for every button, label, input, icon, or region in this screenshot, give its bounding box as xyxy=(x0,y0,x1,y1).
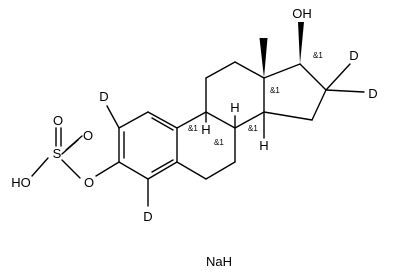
label-d-c4: D xyxy=(143,209,152,224)
bond xyxy=(118,161,149,180)
bond-double-inner xyxy=(151,159,174,173)
stereo-c8: &1 xyxy=(214,138,224,147)
bond-s-oh xyxy=(31,157,49,177)
label-s: S xyxy=(53,146,62,161)
bond xyxy=(263,63,301,79)
bond xyxy=(176,111,207,129)
bond-c16-d-upper xyxy=(325,63,351,91)
label-d-c16-right: D xyxy=(368,86,377,101)
label-ho: HO xyxy=(11,175,31,190)
ring-a-bonds xyxy=(118,111,178,180)
ring-b-bonds xyxy=(176,111,236,180)
ring-d-bonds xyxy=(263,63,327,121)
label-h-c14: H xyxy=(259,138,268,153)
bond xyxy=(263,111,313,121)
label-d-c2: D xyxy=(99,89,108,104)
stereo-c14: &1 xyxy=(248,124,258,133)
label-o-upper: O xyxy=(53,113,63,128)
bond xyxy=(299,63,327,91)
bond xyxy=(234,111,265,129)
bond xyxy=(205,61,236,79)
bond xyxy=(311,89,327,121)
bond-c3-o xyxy=(95,161,120,177)
label-o-ester: O xyxy=(84,175,94,190)
methyl-wedge xyxy=(259,38,268,78)
label-h-c9: H xyxy=(201,122,210,137)
stereo-c13: &1 xyxy=(270,86,280,95)
stereo-c9: &1 xyxy=(188,124,198,133)
bond-c2-d xyxy=(106,105,120,129)
bond xyxy=(205,161,236,180)
bond-c16-d-right xyxy=(325,89,365,93)
bond xyxy=(234,61,265,79)
label-d-c16-upper: D xyxy=(349,48,358,63)
counterion-label: NaH xyxy=(206,254,232,269)
oh-wedge xyxy=(298,22,304,64)
bond xyxy=(205,111,236,129)
label-h-c8: H xyxy=(230,100,239,115)
label-oh: OH xyxy=(292,6,312,21)
stereo-c17: &1 xyxy=(313,51,323,60)
bond xyxy=(147,111,178,129)
bond-o-s xyxy=(61,159,81,179)
ring-c-bonds xyxy=(205,61,265,129)
bond-s-o-right-double xyxy=(61,139,79,155)
bond xyxy=(118,111,149,129)
label-o-lower: O xyxy=(83,128,93,143)
bond-double-inner xyxy=(151,117,174,131)
bond xyxy=(147,161,178,180)
bond xyxy=(176,161,207,180)
